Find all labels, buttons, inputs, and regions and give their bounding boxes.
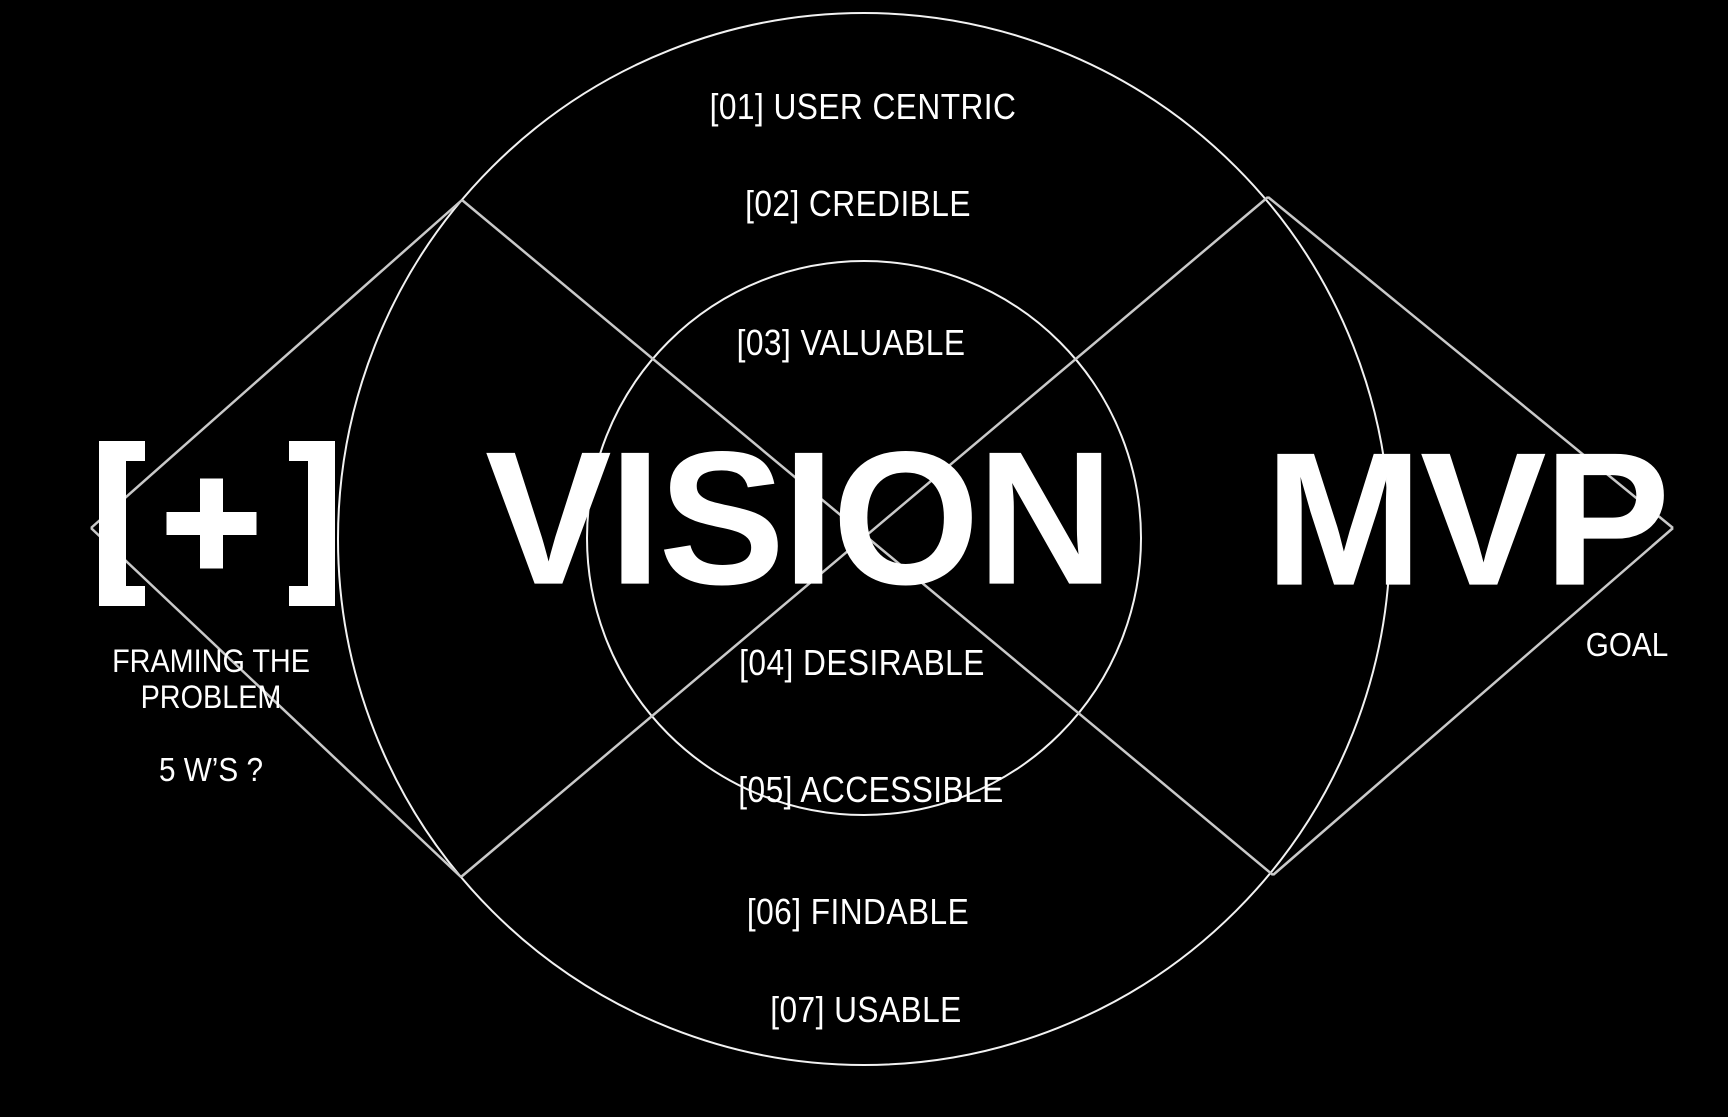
diamond-edge-top-left [90,199,463,529]
mvp-title: MVP [1264,413,1671,626]
framing-heading-line2: PROBLEM [140,679,282,715]
diamond-edge-top-right [1267,196,1674,529]
criterion-06-findable: [06] FINDABLE [746,891,970,932]
outer-circle [337,12,1391,1066]
framing-the-problem-heading: FRAMING THE PROBLEM [112,643,310,715]
framing-heading-line1: FRAMING THE [112,643,310,679]
criterion-04-desirable: [04] DESIRABLE [739,642,985,683]
diamond-edge-bottom-left [90,527,462,878]
inner-circle [586,260,1142,816]
goal-label: GOAL [1585,626,1669,663]
criterion-07-usable: [07] USABLE [770,989,962,1030]
criterion-03-valuable: [03] VALUABLE [736,322,966,363]
criterion-01-user-centric: [01] USER CENTRIC [709,86,1017,127]
diamond-edge-bottom-right [1272,527,1674,876]
cross-line-descending [461,199,1274,876]
criterion-02-credible: [02] CREDIBLE [745,183,971,224]
criterion-05-accessible: [05] ACCESSIBLE [738,769,1004,810]
five-ws-label: 5 W’S ? [159,751,263,788]
cross-line-ascending [460,196,1269,878]
vision-title: VISION [484,412,1114,625]
